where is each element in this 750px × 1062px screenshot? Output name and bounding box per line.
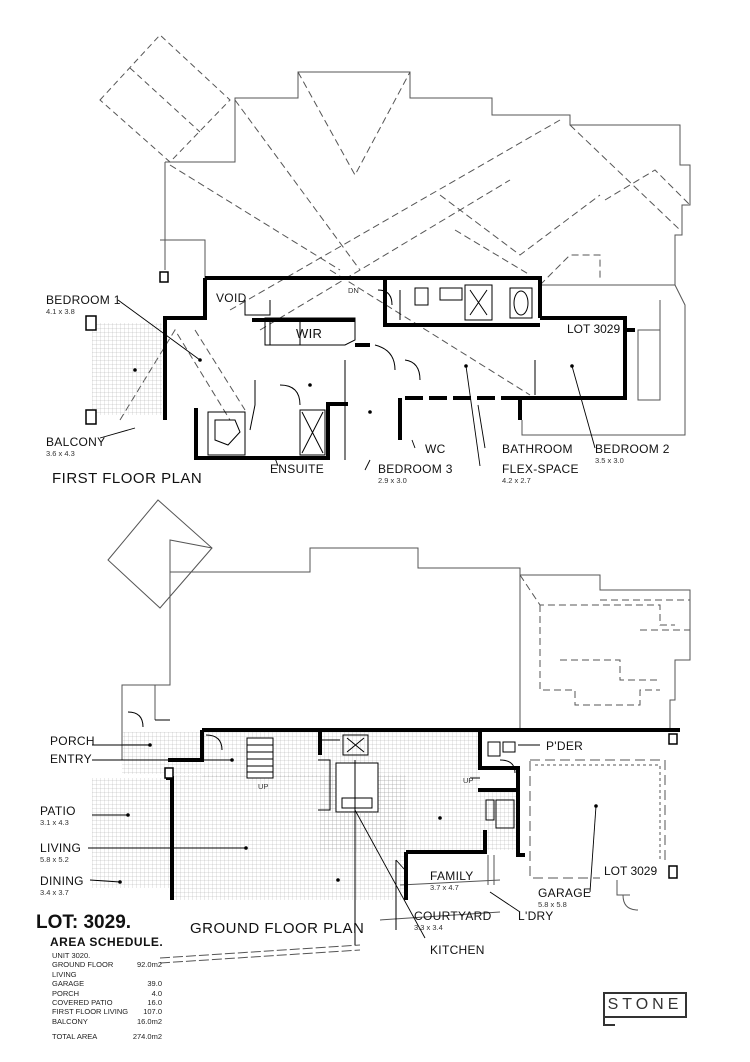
stair-up-label: UP bbox=[258, 782, 269, 791]
balcony-dim: 3.6 x 4.3 bbox=[46, 449, 75, 458]
courtyard-dim: 3.3 x 3.4 bbox=[414, 923, 443, 932]
first-floor-roof-outline bbox=[99, 34, 691, 436]
ground-floor-interior-lines bbox=[127, 711, 516, 945]
entry-label: ENTRY bbox=[50, 752, 92, 766]
patio-hatch bbox=[92, 778, 170, 888]
ground-floor-plan-title: GROUND FLOOR PLAN bbox=[190, 920, 365, 937]
courtyard-label: COURTYARD bbox=[414, 909, 492, 923]
first-floor-walls bbox=[163, 276, 635, 460]
kitchen-label: KITCHEN bbox=[430, 943, 485, 957]
ground-floor-leaders bbox=[88, 744, 597, 939]
garage-label: GARAGE bbox=[538, 886, 592, 900]
lot-number-title: LOT: 3029. bbox=[36, 912, 132, 933]
bedroom2-dim: 3.5 x 3.0 bbox=[595, 456, 624, 465]
bedroom2-label: BEDROOM 2 bbox=[595, 442, 670, 456]
flex-space-label: FLEX-SPACE bbox=[502, 462, 579, 476]
balcony-label: BALCONY bbox=[46, 435, 106, 449]
ensuite-label: ENSUITE bbox=[270, 462, 325, 476]
bathroom-label: BATHROOM bbox=[502, 442, 573, 456]
bedroom3-label: BEDROOM 3 bbox=[378, 462, 453, 476]
logo-notch bbox=[603, 1018, 615, 1026]
ground-floor-lot-label: LOT 3029 bbox=[601, 864, 661, 878]
first-floor-lot-label: LOT 3029 bbox=[564, 322, 624, 336]
unit-label: UNIT 3020. bbox=[52, 951, 91, 960]
bedroom1-dim: 4.1 x 3.8 bbox=[46, 307, 75, 316]
patio-label: PATIO bbox=[40, 804, 76, 818]
garage-dim: 5.8 x 5.8 bbox=[538, 900, 567, 909]
first-floor-plan-title: FIRST FLOOR PLAN bbox=[52, 470, 203, 487]
powder-label: P'DER bbox=[546, 739, 584, 753]
stone-logo: STONE bbox=[603, 992, 687, 1018]
dining-label: DINING bbox=[40, 874, 84, 888]
balcony-hatch bbox=[92, 323, 162, 415]
first-floor-room-markers bbox=[133, 358, 574, 414]
ground-floor-roof-outline bbox=[107, 499, 691, 964]
living-dim: 5.8 x 5.2 bbox=[40, 855, 69, 864]
flex-space-dim: 4.2 x 2.7 bbox=[502, 476, 531, 485]
family-label: FAMILY bbox=[430, 869, 474, 883]
first-floor-leaders bbox=[99, 299, 596, 471]
laundry-label: L'DRY bbox=[518, 909, 554, 923]
first-floor-interior-lines bbox=[207, 284, 536, 460]
wir-label: WIR bbox=[296, 326, 323, 341]
stair-dn-label: DN bbox=[348, 286, 359, 295]
family-dim: 3.7 x 4.7 bbox=[430, 883, 459, 892]
dining-dim: 3.4 x 3.7 bbox=[40, 888, 69, 897]
wc-label: WC bbox=[425, 442, 446, 456]
up-label-2: UP bbox=[463, 776, 474, 785]
porch-label: PORCH bbox=[50, 734, 95, 748]
void-label: VOID bbox=[216, 291, 247, 305]
bedroom1-label: BEDROOM 1 bbox=[46, 293, 121, 307]
porch-hatch bbox=[122, 732, 202, 774]
bedroom3-dim: 2.9 x 3.0 bbox=[378, 476, 407, 485]
living-label: LIVING bbox=[40, 841, 82, 855]
area-schedule-heading: AREA SCHEDULE. bbox=[50, 935, 164, 949]
patio-dim: 3.1 x 4.3 bbox=[40, 818, 69, 827]
